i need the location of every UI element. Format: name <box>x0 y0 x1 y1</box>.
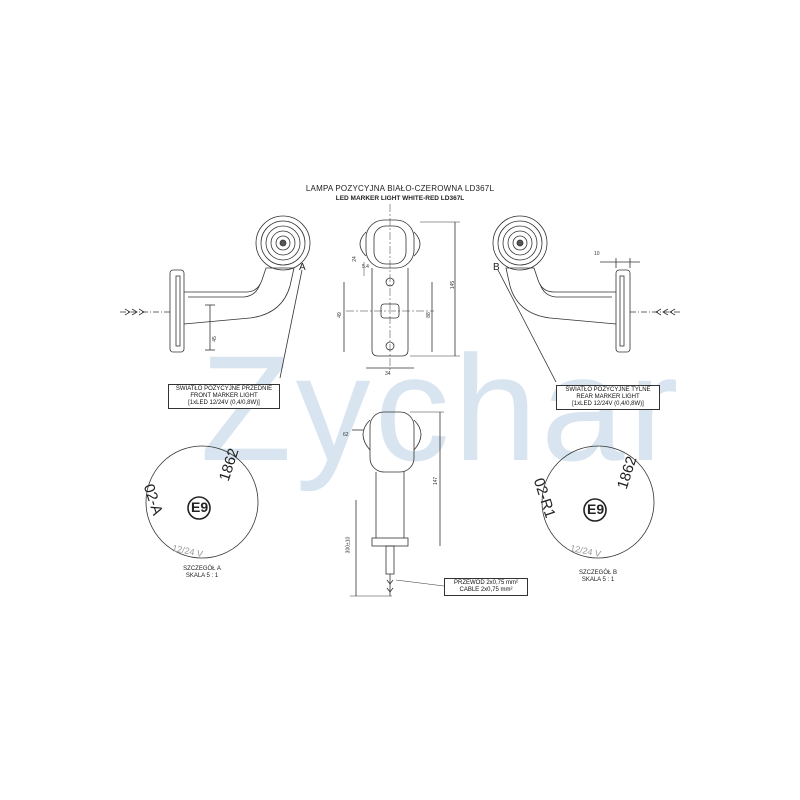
detail-a-mark: E9 <box>191 499 209 515</box>
center-top-view <box>343 204 460 372</box>
detail-b-circle <box>541 445 655 559</box>
dim-34: 34 <box>385 371 391 377</box>
cable-line2: CABLE 2x0,75 mm² <box>459 587 513 593</box>
front-line2: FRONT MARKER LIGHT <box>190 393 258 399</box>
dim-147: 147 <box>433 476 440 486</box>
detail-a-caption2: SKALA 5 : 1 <box>185 573 219 579</box>
dim-62: 62 <box>343 432 349 438</box>
front-line1: ŚWIATŁO POZYCYJNE PRZEDNIE <box>175 386 273 392</box>
dim-24: 24 <box>351 256 358 262</box>
detail-b-caption1: SZCZEGÓŁ B <box>578 570 617 576</box>
title-pl: LAMPA POZYCYJNA BIAŁO-CZEROWNA LD367L <box>305 184 495 193</box>
cable-line1: PRZEWÓD 2x0,75 mm² <box>453 580 518 586</box>
label-b: B <box>493 262 500 273</box>
e9-circle-b <box>583 498 607 522</box>
e9-circle-a <box>187 496 211 520</box>
title-en: LED MARKER LIGHT WHITE-RED LD367L <box>335 195 465 202</box>
front-lamp-view <box>120 215 311 379</box>
detail-a-circle <box>145 445 259 559</box>
dim-300: 300±10 <box>345 536 352 554</box>
dim-10: 10 <box>594 251 600 257</box>
dim-145: 145 <box>450 280 457 290</box>
rear-marker-box: ŚWIATŁO POZYCYJNE TYLNE REAR MARKER LIGH… <box>556 385 660 410</box>
front-marker-box: ŚWIATŁO POZYCYJNE PRZEDNIE FRONT MARKER … <box>168 384 280 409</box>
detail-a-caption1: SZCZEGÓŁ A <box>183 566 221 572</box>
rear-line2: REAR MARKER LIGHT <box>576 394 640 400</box>
cable-box: PRZEWÓD 2x0,75 mm² CABLE 2x0,75 mm² <box>444 578 528 596</box>
dim-54: 5.4 <box>362 264 369 270</box>
dim-45: 45 <box>211 336 218 342</box>
rear-lamp-view <box>492 215 680 383</box>
rear-line3: [1xLED 12/24V (0,4/0,8W)] <box>572 401 644 407</box>
label-a: A <box>299 262 306 273</box>
center-side-view <box>350 411 445 597</box>
detail-b-caption: SZCZEGÓŁ B SKALA 5 : 1 <box>558 570 638 584</box>
dim-88: 88 <box>425 312 432 318</box>
detail-b-caption2: SKALA 5 : 1 <box>581 577 615 583</box>
rear-line1: ŚWIATŁO POZYCYJNE TYLNE <box>565 387 651 393</box>
front-line3: [1xLED 12/24V (0,4/0,8W)] <box>188 400 260 406</box>
dim-49: 49 <box>336 312 343 318</box>
detail-a-caption: SZCZEGÓŁ A SKALA 5 : 1 <box>162 566 242 580</box>
detail-b-mark: E9 <box>587 501 605 517</box>
